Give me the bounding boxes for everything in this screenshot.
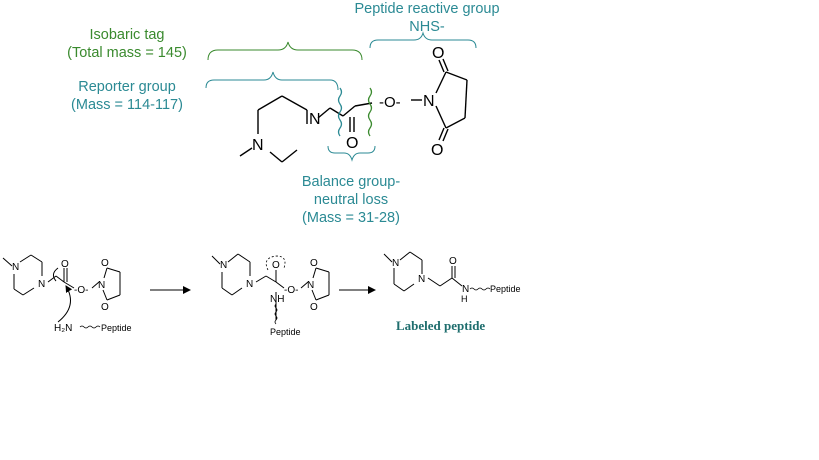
nhs-oxygen-top: O [432, 45, 444, 62]
intermediate-peptide: Peptide [270, 327, 301, 337]
product-peptide: Peptide [490, 284, 521, 294]
reactant-ester-o: -O- [74, 285, 88, 296]
reactive-group-brace [369, 31, 477, 49]
balance-cleavage-wave [367, 87, 373, 137]
product-n-bottom: N [418, 274, 425, 285]
nhs-n: N [423, 93, 435, 110]
nhs-ring [411, 58, 468, 142]
reporter-group-label: Reporter group (Mass = 114-117) [60, 78, 194, 114]
intermediate-nhs-n: N [307, 280, 314, 291]
reporter-cleavage-wave [337, 87, 343, 137]
product-carbonyl-o: O [449, 256, 457, 267]
reporter-group-brace [205, 71, 339, 91]
labeled-peptide-label: Labeled peptide [396, 318, 486, 333]
carbonyl-oxygen: O [346, 135, 358, 152]
reactant-n-bottom: N [38, 279, 45, 290]
intermediate-nhs-o-bottom: O [310, 302, 318, 313]
isobaric-tag-label: Isobaric tag (Total mass = 145) [62, 26, 192, 62]
piperazine-n-top: N [309, 111, 321, 128]
intermediate-ester-o: -O- [284, 285, 298, 296]
reactive-group-title: Peptide reactive group [354, 1, 500, 17]
intermediate-nhs-o-top: O [310, 258, 318, 269]
reactant-carbonyl-o: O [61, 259, 69, 270]
piperazine-n-bottom: N [252, 137, 264, 154]
reactant-structure [2, 254, 121, 301]
reactant-attack-arrow [57, 285, 73, 323]
reactant-carbonyl-arrow [52, 267, 59, 282]
isobaric-tag-title: Isobaric tag [89, 27, 165, 43]
product-n-top: N [392, 258, 399, 269]
intermediate-peptide-wave [274, 303, 278, 325]
reactant-nhs-o-top: O [101, 258, 109, 269]
intermediate-electron-arrow [265, 255, 286, 271]
reactive-group-label: Peptide reactive group NHS- [344, 0, 510, 36]
ester-oxygen: -O- [379, 94, 401, 111]
product-amide-n: N [462, 284, 469, 295]
reactant-amine: H₂N [54, 323, 72, 334]
isobaric-tag-brace [207, 41, 363, 61]
product-structure [383, 251, 463, 292]
balance-group-mass: (Mass = 31-28) [302, 210, 400, 226]
product-amide-h: H [461, 294, 468, 304]
balance-group-label: Balance group- neutral loss (Mass = 31-2… [286, 173, 416, 227]
balance-group-line1: Balance group- [301, 174, 401, 190]
reactant-nhs-o-bottom: O [101, 302, 109, 313]
balance-group-line2: neutral loss [313, 192, 389, 208]
reactant-peptide: Peptide [101, 323, 132, 333]
reactant-nhs-n: N [98, 280, 105, 291]
reporter-group-title: Reporter group [78, 79, 176, 95]
intermediate-oxyanion: O [272, 260, 280, 271]
intermediate-structure [211, 253, 330, 320]
reactant-peptide-wave [79, 325, 101, 329]
reporter-group-mass: (Mass = 114-117) [71, 97, 183, 113]
intermediate-n-bottom: N [246, 279, 253, 290]
reactant-n-top: N [12, 262, 19, 273]
product-peptide-wave [469, 287, 491, 291]
nhs-oxygen-bottom: O [431, 142, 443, 159]
balance-group-brace [327, 145, 376, 162]
intermediate-nh: NH [270, 294, 284, 305]
intermediate-n-top: N [220, 260, 227, 271]
isobaric-tag-mass: (Total mass = 145) [67, 45, 187, 61]
reactive-group-sub: NHS- [409, 19, 445, 35]
